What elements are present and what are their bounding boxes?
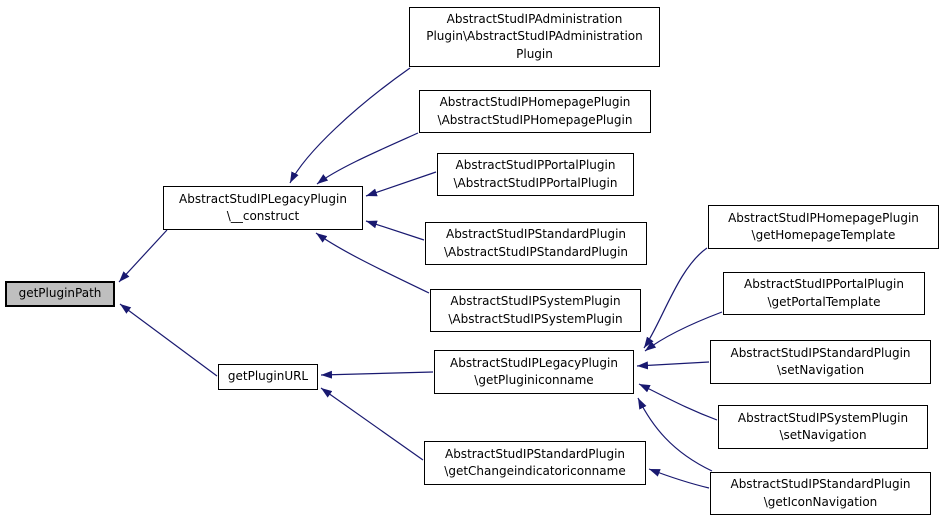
node-legacyplugin-construct[interactable]: AbstractStudIPLegacyPlugin \__construct (163, 186, 363, 230)
node-label: getPluginPath (18, 286, 102, 301)
node-setnavigation-system[interactable]: AbstractStudIPSystemPlugin \setNavigatio… (718, 405, 928, 449)
node-setnavigation-standard[interactable]: AbstractStudIPStandardPlugin \setNavigat… (710, 340, 931, 384)
node-label: AbstractStudIPStandardPlugin \setNavigat… (730, 345, 911, 377)
edge-setnavigationstandard-getpluginiconname (636, 361, 710, 370)
node-homepageplugin-ctor[interactable]: AbstractStudIPHomepagePlugin \AbstractSt… (419, 90, 651, 133)
node-label: AbstractStudIPStandardPlugin \AbstractSt… (443, 227, 629, 259)
node-standardplugin-ctor[interactable]: AbstractStudIPStandardPlugin \AbstractSt… (425, 222, 647, 265)
node-label: AbstractStudIPPortalPlugin \AbstractStud… (453, 158, 618, 190)
node-administrationplugin-ctor[interactable]: AbstractStudIPAdministration Plugin\Abst… (409, 7, 660, 67)
node-label: AbstractStudIPStandardPlugin \getIconNav… (730, 477, 911, 509)
edge-systemctor-construct (315, 232, 430, 294)
node-label: AbstractStudIPLegacyPlugin \getPluginico… (450, 355, 618, 387)
node-label: getPluginURL (227, 369, 309, 384)
edge-getportaltemplate-getpluginiconname (644, 311, 723, 352)
edge-construct-getpluginpath (118, 229, 168, 283)
node-portalplugin-ctor[interactable]: AbstractStudIPPortalPlugin \AbstractStud… (437, 153, 634, 196)
node-getpluginiconname[interactable]: AbstractStudIPLegacyPlugin \getPluginico… (434, 350, 634, 394)
node-label: AbstractStudIPSystemPlugin \setNavigatio… (737, 410, 909, 442)
edge-standardctor-construct (365, 220, 425, 241)
node-label: AbstractStudIPStandardPlugin \getChangei… (444, 446, 626, 478)
edge-adminctor-construct (289, 67, 411, 184)
edge-homepagector-construct (316, 132, 419, 185)
edge-getpluginiconname-getpluginurl (320, 370, 434, 379)
edge-geticonnavigation-getchangeindicatoriconname (648, 468, 710, 489)
edge-gethomepagetemplate-getpluginiconname (643, 247, 708, 349)
edge-getpluginurl-getpluginpath (119, 303, 218, 377)
node-label: AbstractStudIPSystemPlugin \AbstractStud… (448, 294, 623, 326)
node-getchangeindicatoriconname[interactable]: AbstractStudIPStandardPlugin \getChangei… (424, 441, 646, 485)
node-getportaltemplate[interactable]: AbstractStudIPPortalPlugin \getPortalTem… (723, 272, 925, 315)
node-geticonnavigation[interactable]: AbstractStudIPStandardPlugin \getIconNav… (710, 472, 931, 515)
node-label: AbstractStudIPAdministration Plugin\Abst… (426, 11, 643, 61)
node-gethomepagetemplate[interactable]: AbstractStudIPHomepagePlugin \getHomepag… (708, 205, 939, 249)
node-label: AbstractStudIPHomepagePlugin \getHomepag… (728, 210, 919, 242)
edge-portalctor-construct (365, 171, 437, 197)
node-label: AbstractStudIPPortalPlugin \getPortalTem… (744, 277, 904, 309)
edge-setnavigationsystem-getpluginiconname (638, 383, 718, 421)
edge-getchangeindicatoriconname-getpluginurl (320, 387, 424, 461)
node-getpluginpath[interactable]: getPluginPath (5, 281, 115, 307)
node-label: AbstractStudIPLegacyPlugin \__construct (179, 191, 347, 223)
edge-geticonnavigation-getpluginiconname (637, 397, 713, 472)
node-label: AbstractStudIPHomepagePlugin \AbstractSt… (437, 95, 633, 127)
node-systemplugin-ctor[interactable]: AbstractStudIPSystemPlugin \AbstractStud… (430, 289, 641, 332)
node-getpluginurl[interactable]: getPluginURL (218, 364, 318, 390)
